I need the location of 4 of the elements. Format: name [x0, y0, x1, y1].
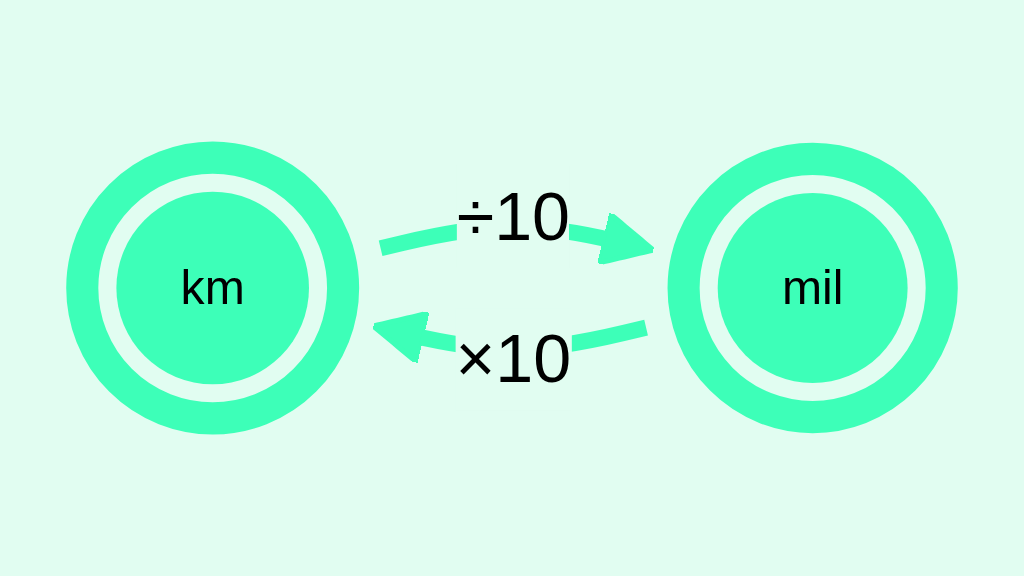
- node-circle: mil: [667, 142, 958, 434]
- edge-label: ÷10: [456, 177, 571, 254]
- edge-label: ×10: [455, 320, 572, 397]
- node-circle: km: [66, 141, 360, 435]
